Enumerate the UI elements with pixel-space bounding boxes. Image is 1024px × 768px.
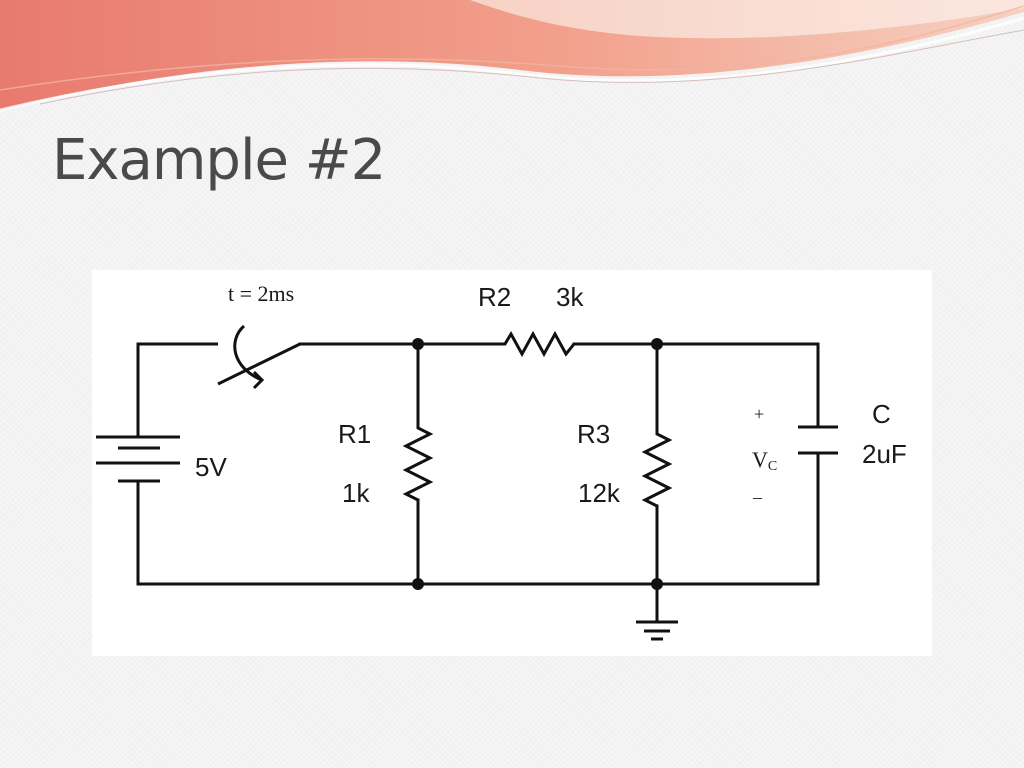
circuit-wires xyxy=(136,342,820,624)
switch-time-label: t = 2ms xyxy=(228,281,294,306)
ground-icon xyxy=(636,620,678,641)
slide-title: Example #2 xyxy=(52,128,386,193)
vc-minus-label: – xyxy=(752,487,763,507)
capacitor-symbol xyxy=(798,425,838,455)
r2-value-label: 3k xyxy=(556,282,584,312)
capacitor-value-label: 2uF xyxy=(862,439,907,469)
r2-resistor-symbol xyxy=(496,330,576,358)
vc-symbol-subscript: C xyxy=(768,459,777,474)
capacitor-name-label: C xyxy=(872,399,891,429)
header-wave-banner xyxy=(0,0,1024,112)
r1-resistor-symbol xyxy=(402,422,434,502)
vc-symbol-label: VC xyxy=(752,447,777,474)
r3-value-label: 12k xyxy=(578,478,621,508)
r1-name-label: R1 xyxy=(338,419,371,449)
vc-symbol-main: V xyxy=(752,447,768,472)
circuit-diagram-panel: 5V t = 2ms R2 3k R1 1k R3 12k C 2uF + VC xyxy=(92,270,932,656)
switch-symbol xyxy=(178,324,301,390)
vc-plus-label: + xyxy=(754,404,764,424)
r2-name-label: R2 xyxy=(478,282,511,312)
circuit-diagram: 5V t = 2ms R2 3k R1 1k R3 12k C 2uF + VC xyxy=(96,281,907,641)
r1-value-label: 1k xyxy=(342,478,370,508)
junction-dots xyxy=(412,338,663,590)
r3-name-label: R3 xyxy=(577,419,610,449)
battery-5v-symbol xyxy=(96,435,180,483)
source-value-label: 5V xyxy=(195,452,227,482)
r3-resistor-symbol xyxy=(641,428,673,508)
